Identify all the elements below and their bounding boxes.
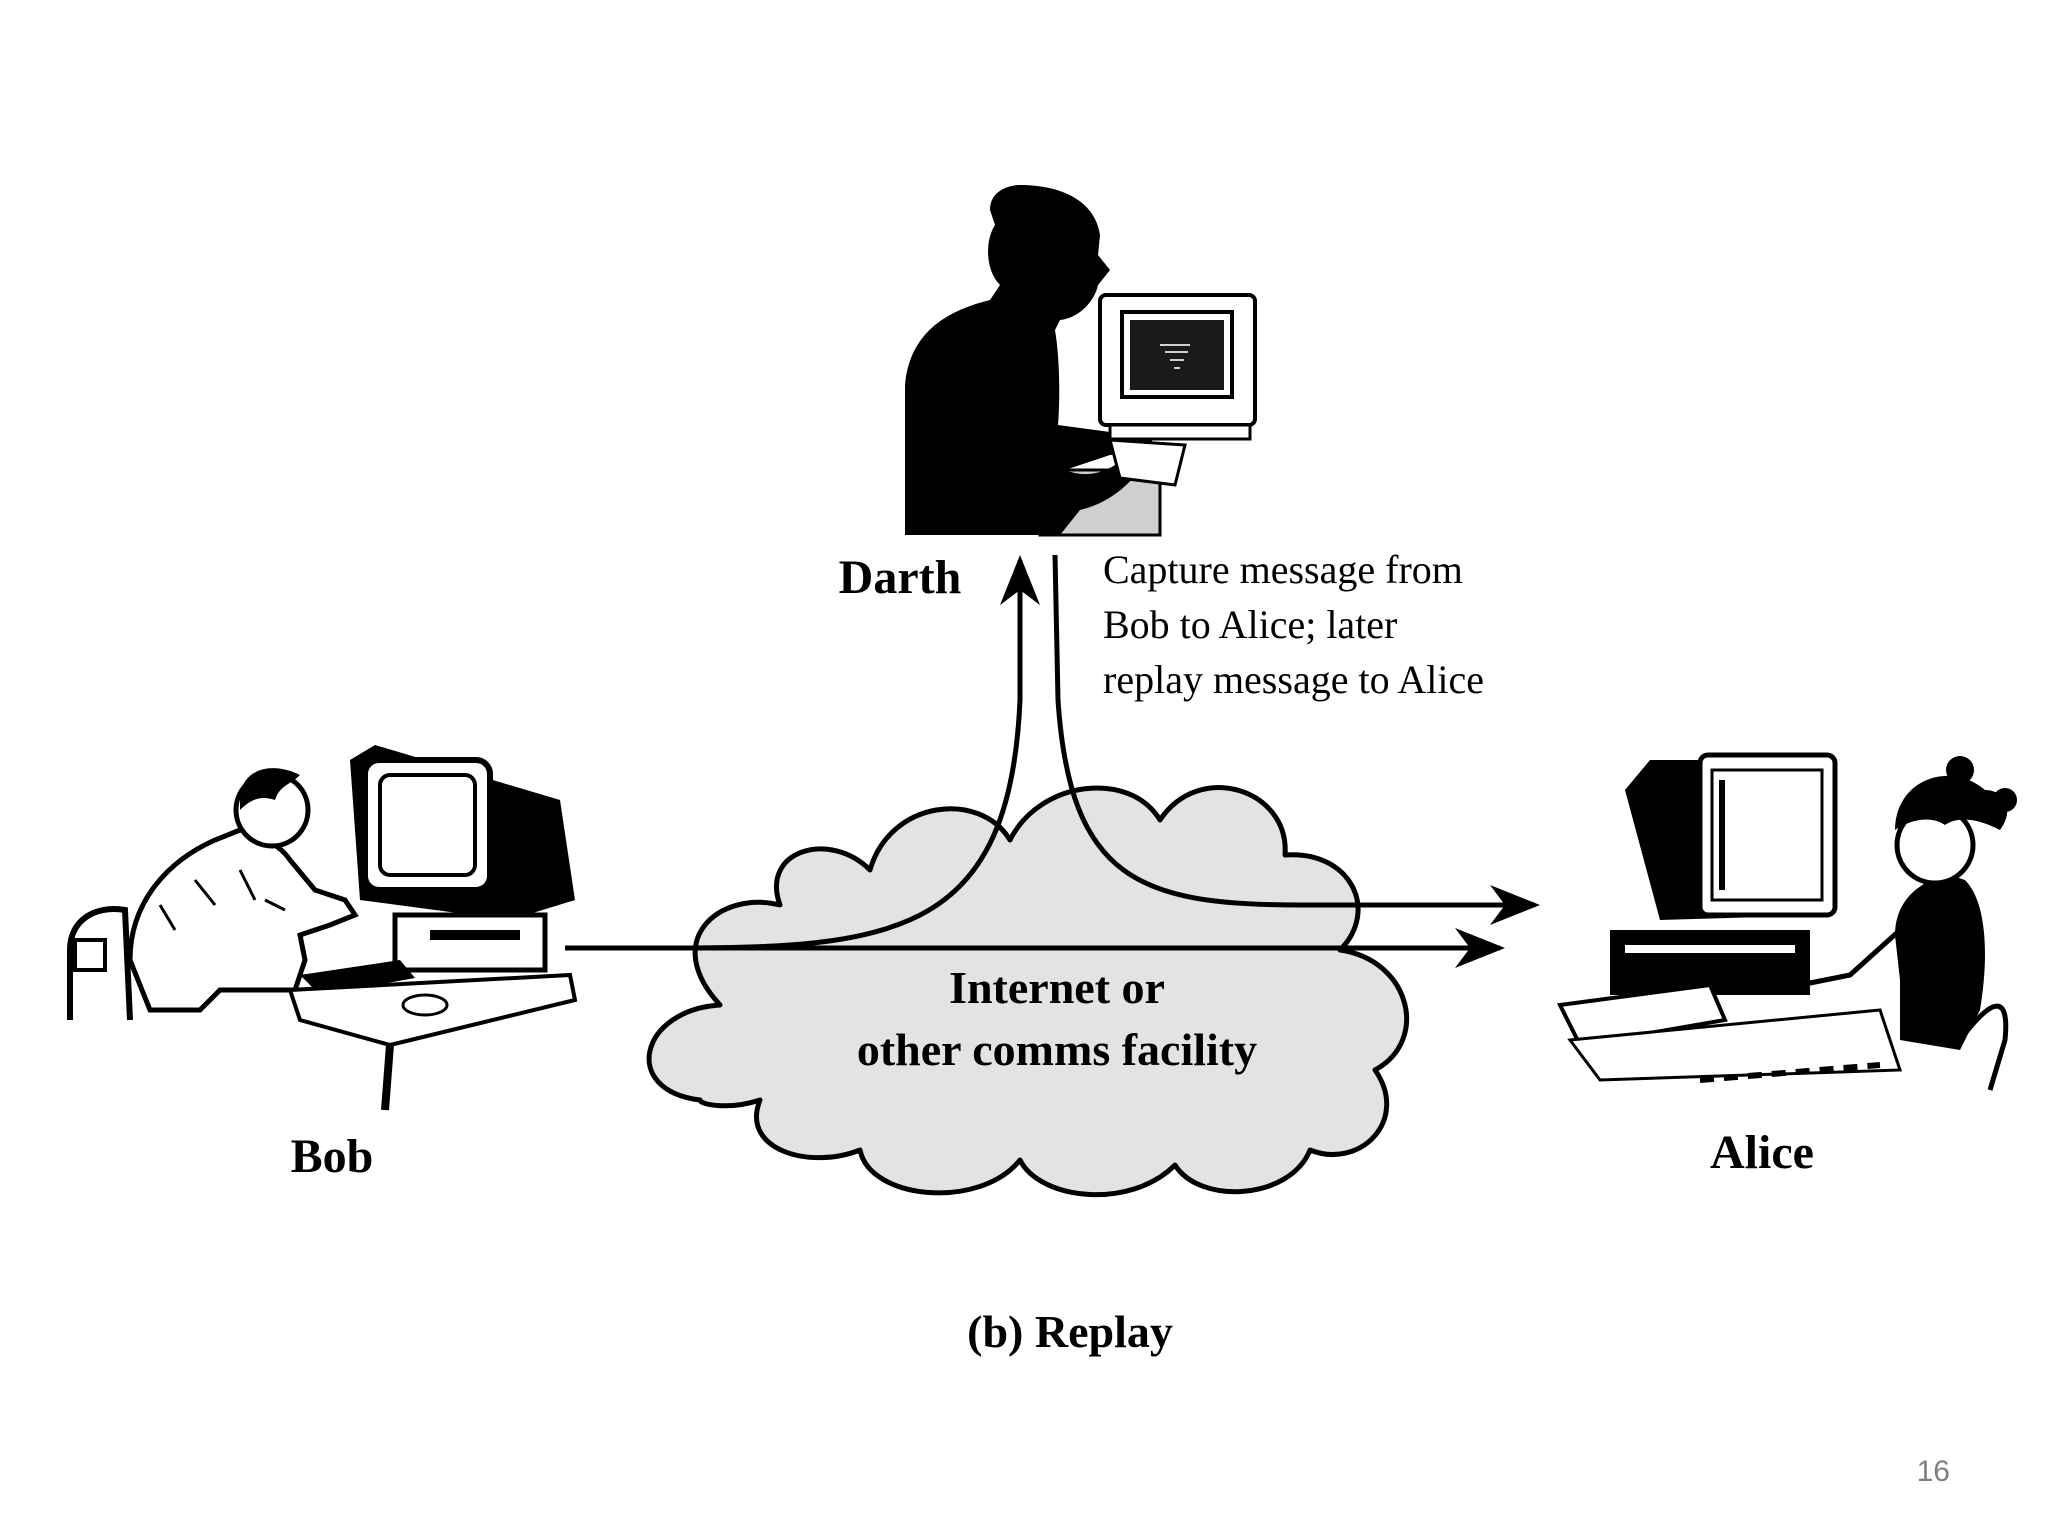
capture-arrow-to-darth bbox=[679, 555, 1040, 951]
figure-caption: (b) Replay bbox=[967, 1306, 1173, 1357]
darth-label: Darth bbox=[839, 551, 962, 604]
annotation-line-2: Bob to Alice; later bbox=[1103, 602, 1397, 647]
network-label-line-1: Internet or bbox=[949, 962, 1165, 1013]
bob-label: Bob bbox=[291, 1130, 374, 1183]
network-label-line-2: other comms facility bbox=[857, 1024, 1257, 1075]
annotation-line-3: replay message to Alice bbox=[1103, 657, 1484, 702]
bob-figure bbox=[67, 745, 578, 1111]
alice-label: Alice bbox=[1710, 1126, 1814, 1179]
network-cloud bbox=[646, 785, 1410, 1198]
darth-figure bbox=[905, 185, 1257, 537]
annotation-line-1: Capture message from bbox=[1103, 547, 1463, 592]
replay-arrow-to-alice bbox=[1052, 554, 1540, 925]
page-number: 16 bbox=[1916, 1455, 1950, 1488]
alice-figure bbox=[1556, 752, 2017, 1091]
